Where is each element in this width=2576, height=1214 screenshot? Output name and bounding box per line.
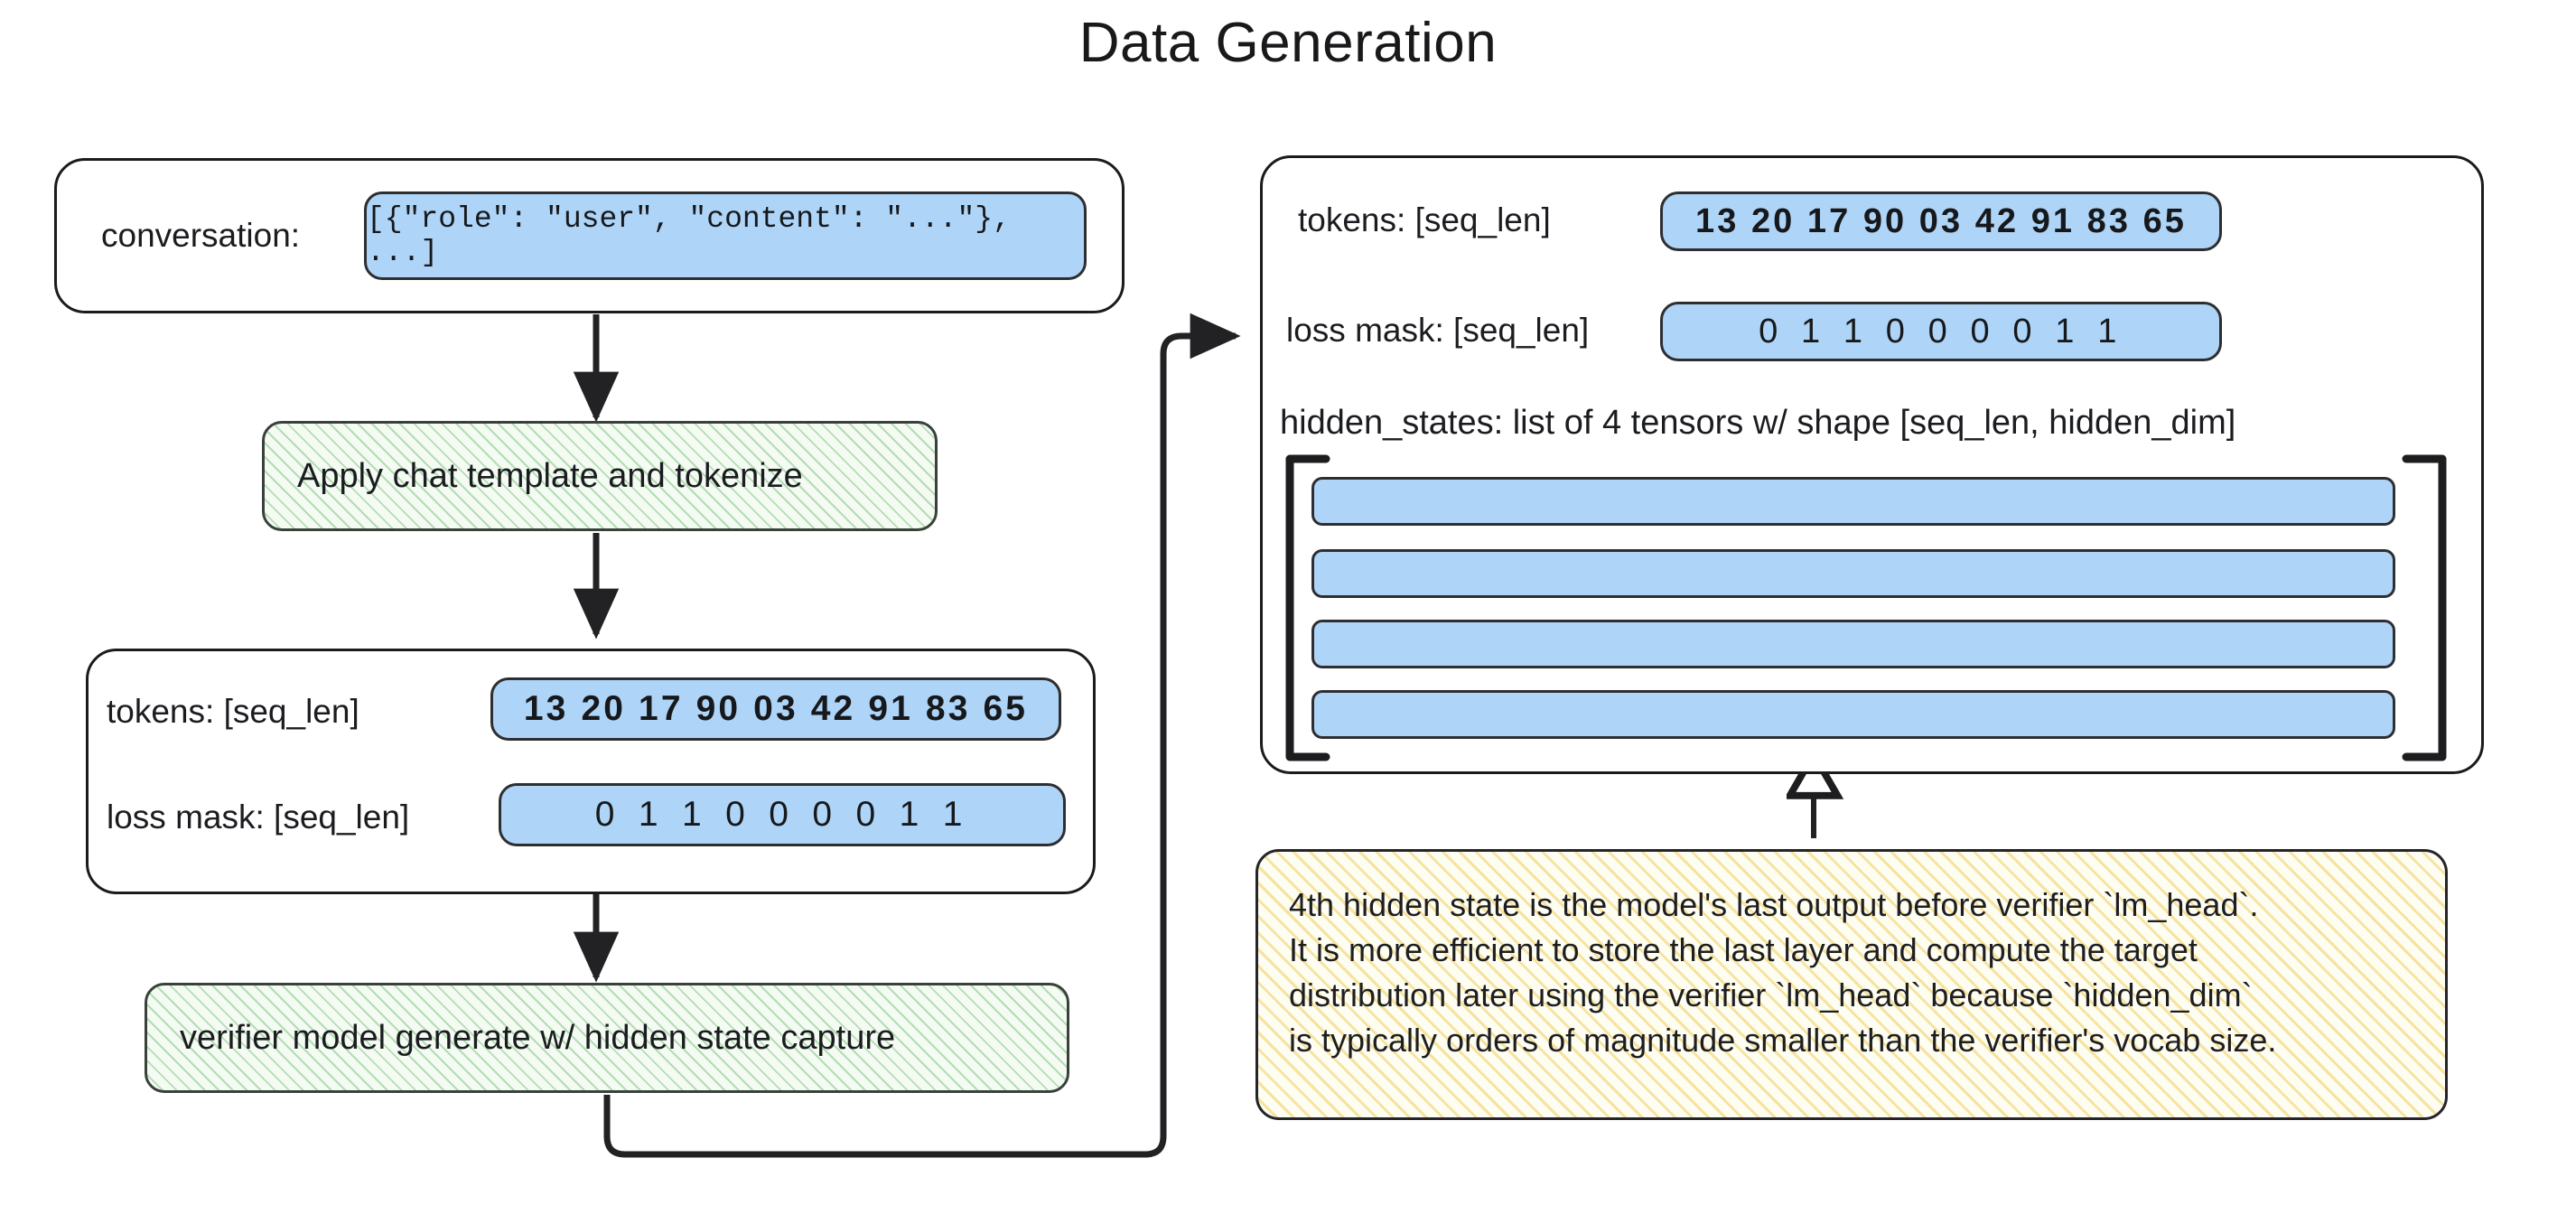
loss-mask-value-chip-left: 0 1 1 0 0 0 0 1 1 xyxy=(499,783,1066,846)
conversation-label: conversation: xyxy=(101,217,301,254)
loss-mask-label-right: loss mask: [seq_len] xyxy=(1286,312,1590,349)
process-apply-chat-template-label: Apply chat template and tokenize xyxy=(297,456,803,495)
loss-mask-value-chip-right: 0 1 1 0 0 0 0 1 1 xyxy=(1660,302,2222,361)
process-verifier-generate-label: verifier model generate w/ hidden state … xyxy=(180,1018,896,1057)
hidden-state-note: 4th hidden state is the model's last out… xyxy=(1255,849,2448,1120)
note-line-3: distribution later using the verifier `l… xyxy=(1289,976,2253,1013)
loss-mask-label-left: loss mask: [seq_len] xyxy=(107,798,410,836)
tokens-value-chip-right: 13 20 17 90 03 42 91 83 65 xyxy=(1660,191,2222,251)
process-apply-chat-template[interactable]: Apply chat template and tokenize xyxy=(262,421,938,531)
process-verifier-generate[interactable]: verifier model generate w/ hidden state … xyxy=(145,983,1069,1093)
hidden-state-tensor-bar-4 xyxy=(1311,690,2395,739)
output-panel xyxy=(1260,155,2484,774)
tokens-value-chip-left: 13 20 17 90 03 42 91 83 65 xyxy=(490,677,1061,741)
hidden-state-tensor-bar-1 xyxy=(1311,477,2395,526)
hidden-states-label: hidden_states: list of 4 tensors w/ shap… xyxy=(1280,404,2236,442)
note-line-2: It is more efficient to store the last l… xyxy=(1289,931,2198,968)
note-line-1: 4th hidden state is the model's last out… xyxy=(1289,886,2259,923)
tokens-label-left: tokens: [seq_len] xyxy=(107,693,359,730)
conversation-value-chip: [{"role": "user", "content": "..."}, ...… xyxy=(364,191,1087,280)
page-title: Data Generation xyxy=(1078,12,1498,74)
hidden-state-tensor-bar-2 xyxy=(1311,549,2395,598)
tokens-label-right: tokens: [seq_len] xyxy=(1298,201,1551,238)
hidden-state-tensor-bar-3 xyxy=(1311,620,2395,668)
note-line-4: is typically orders of magnitude smaller… xyxy=(1289,1022,2277,1059)
